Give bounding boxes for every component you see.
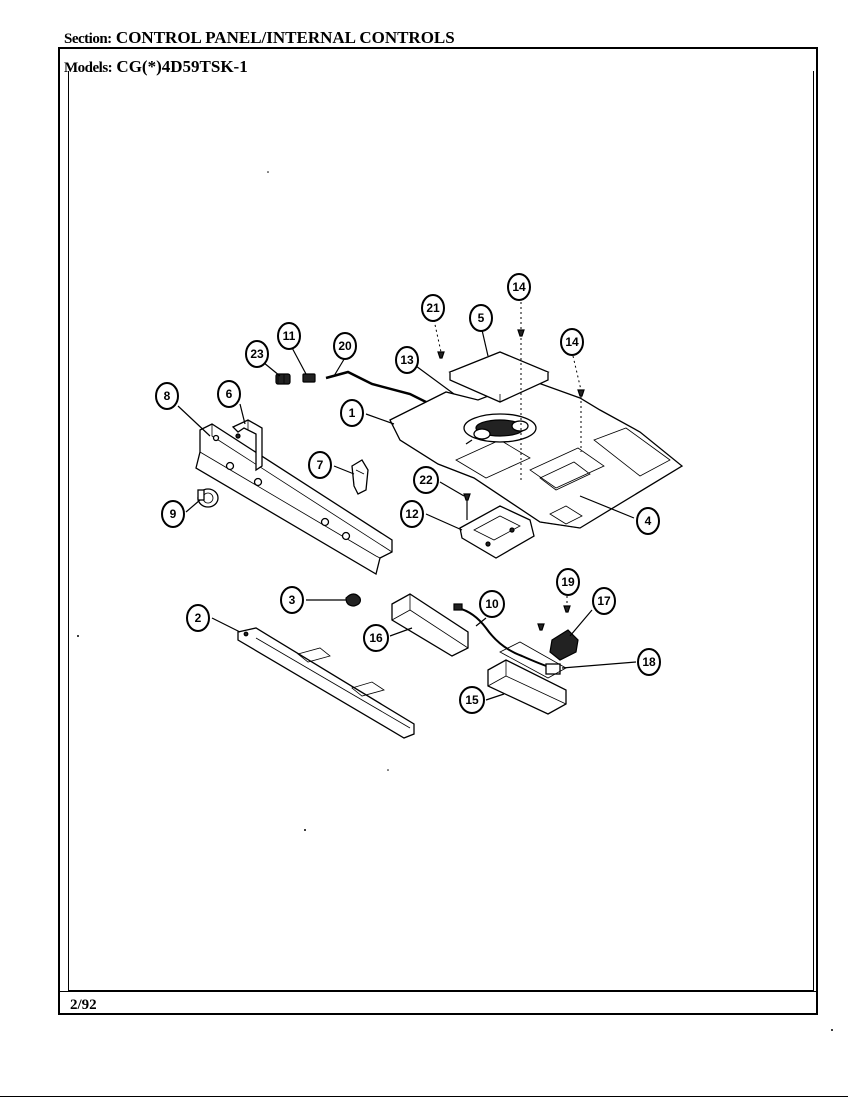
part-19-screw <box>563 605 571 613</box>
callout-22: 22 <box>413 466 439 494</box>
part-2-lower-strip <box>237 627 415 739</box>
bottom-rule <box>0 1096 848 1097</box>
callout-9: 9 <box>161 500 185 528</box>
callout-7: 7 <box>308 451 332 479</box>
svg-text:23: 23 <box>250 347 264 361</box>
svg-text:9: 9 <box>170 507 177 521</box>
callout-14a: 14 <box>507 273 531 301</box>
stray-marks <box>77 171 833 1031</box>
part-1-base-plate <box>389 379 684 529</box>
callout-1: 1 <box>340 399 364 427</box>
svg-text:22: 22 <box>419 473 433 487</box>
svg-text:20: 20 <box>338 339 352 353</box>
callout-6: 6 <box>217 380 241 408</box>
svg-text:14: 14 <box>512 280 526 294</box>
part-14b-screw <box>577 389 585 397</box>
callout-3: 3 <box>280 586 304 614</box>
svg-text:21: 21 <box>426 301 440 315</box>
part-12-lower-bracket <box>459 505 535 559</box>
models-label: Models: <box>64 60 113 76</box>
leader-lines <box>177 302 637 701</box>
svg-text:19: 19 <box>561 575 575 589</box>
callout-12: 12 <box>400 500 424 528</box>
svg-text:10: 10 <box>485 597 499 611</box>
models-heading: Models: CG(*)4D59TSK-1 <box>64 57 248 77</box>
callout-15: 15 <box>459 686 485 714</box>
svg-text:6: 6 <box>226 387 233 401</box>
part-7-knob <box>351 459 369 495</box>
footer-date-code: 2/92 <box>70 997 97 1013</box>
callout-2: 2 <box>186 604 210 632</box>
part-3-clip <box>345 593 361 607</box>
section-label: Section: <box>64 31 112 47</box>
part-6-bracket <box>231 419 263 472</box>
part-16-shield <box>391 593 469 657</box>
part-20-rod <box>325 370 431 406</box>
svg-text:1: 1 <box>349 406 356 420</box>
callout-23: 23 <box>245 340 269 368</box>
svg-text:15: 15 <box>465 693 479 707</box>
svg-text:14: 14 <box>565 335 579 349</box>
callout-17: 17 <box>592 587 616 615</box>
part-21-screw <box>437 351 445 359</box>
callout-18: 18 <box>637 648 661 676</box>
callout-8: 8 <box>155 382 179 410</box>
part-9-small-knob <box>197 488 219 508</box>
part-14a-screw <box>517 329 525 337</box>
section-heading: Section: CONTROL PANEL/INTERNAL CONTROLS <box>64 28 455 48</box>
callout-11: 11 <box>277 322 301 350</box>
part-22-screw <box>463 493 471 520</box>
models-value: CG(*)4D59TSK-1 <box>116 57 248 76</box>
svg-text:13: 13 <box>400 353 414 367</box>
part-18-connector <box>545 663 561 675</box>
svg-text:2: 2 <box>195 611 202 625</box>
svg-text:17: 17 <box>597 594 611 608</box>
svg-text:18: 18 <box>642 655 656 669</box>
svg-text:11: 11 <box>283 329 296 343</box>
svg-text:5: 5 <box>478 311 485 325</box>
diagram-frame: Models: CG(*)4D59TSK-1 2/92 <box>58 47 818 1015</box>
callout-10: 10 <box>479 590 505 618</box>
part-17-switch <box>549 629 579 661</box>
svg-text:8: 8 <box>164 389 171 403</box>
callout-5: 5 <box>469 304 493 332</box>
callout-20: 20 <box>333 332 357 360</box>
part-13-valve-assembly <box>463 413 537 445</box>
part-8-control-rail <box>195 423 393 576</box>
footer-divider <box>60 991 816 992</box>
callout-16: 16 <box>363 624 389 652</box>
svg-text:3: 3 <box>289 593 296 607</box>
svg-text:16: 16 <box>369 631 383 645</box>
callout-19: 19 <box>556 568 580 596</box>
part-23-spring <box>275 373 291 385</box>
section-title: CONTROL PANEL/INTERNAL CONTROLS <box>115 28 455 47</box>
callout-4: 4 <box>636 507 660 535</box>
part-11-clip <box>302 373 316 383</box>
diagram-area <box>68 71 814 991</box>
part-5-cover-plate <box>448 351 550 403</box>
svg-text:7: 7 <box>317 458 324 472</box>
svg-text:4: 4 <box>645 514 652 528</box>
svg-text:12: 12 <box>405 507 419 521</box>
callout-21: 21 <box>421 294 445 322</box>
part-10-wire-harness <box>453 603 553 669</box>
callout-13: 13 <box>395 346 419 374</box>
callout-14b: 14 <box>560 328 584 356</box>
